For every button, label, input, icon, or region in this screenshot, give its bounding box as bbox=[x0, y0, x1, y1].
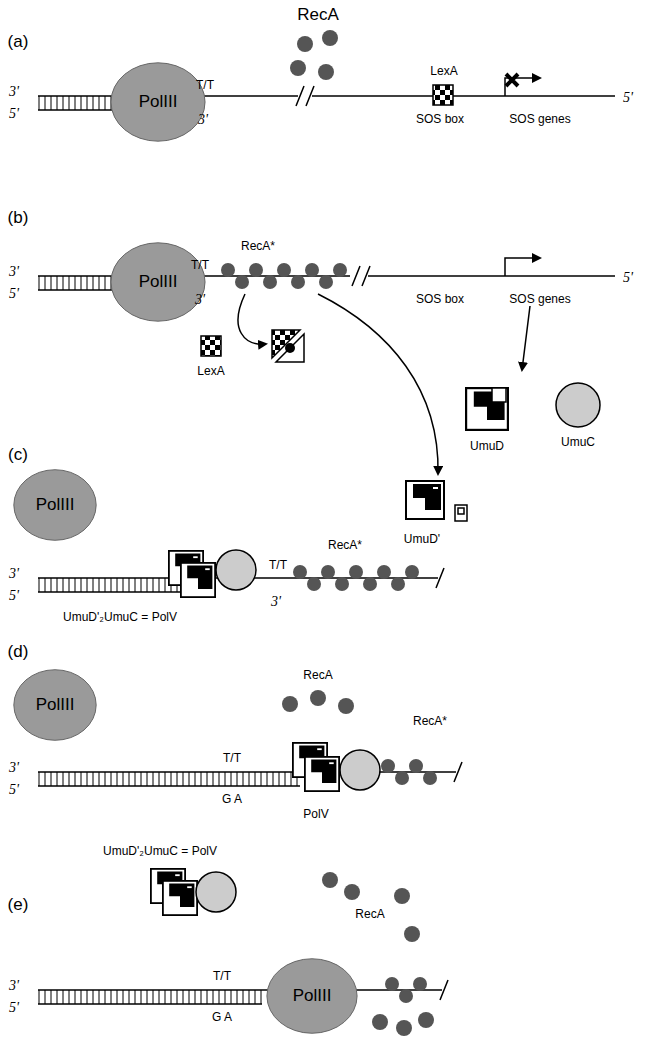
annotation-label: SOS genes bbox=[509, 293, 570, 306]
strand-end-label: 3' bbox=[9, 84, 19, 99]
annotation-label: (b) bbox=[8, 209, 29, 228]
strand-end-label: 3' bbox=[195, 292, 205, 307]
strand-end-label: 5' bbox=[9, 782, 19, 797]
annotation-label: SOS genes bbox=[509, 113, 570, 126]
annotation-label: UmuD'₂UmuC = PolV bbox=[63, 611, 177, 624]
polymerase-ellipse: PolIII bbox=[13, 669, 97, 741]
annotation-label: SOS box bbox=[416, 293, 464, 306]
annotation-label: T/T bbox=[223, 752, 241, 765]
annotation-label: G A bbox=[212, 1011, 232, 1024]
node-label: PolIII bbox=[139, 92, 178, 112]
node-label: PolIII bbox=[36, 695, 75, 715]
strand-end-label: 3' bbox=[9, 760, 19, 775]
annotation-label: (a) bbox=[8, 33, 29, 52]
annotation-label: UmuD bbox=[470, 440, 504, 453]
annotation-label: PolV bbox=[303, 808, 328, 821]
strand-end-label: 5' bbox=[9, 1000, 19, 1015]
strand-end-label: 5' bbox=[9, 106, 19, 121]
node-label: PolIII bbox=[36, 495, 75, 515]
annotation-label: RecA bbox=[303, 669, 332, 682]
annotation-label: RecA* bbox=[241, 240, 275, 253]
annotation-label: UmuD' bbox=[404, 533, 440, 546]
annotation-label: T/T bbox=[269, 559, 287, 572]
strand-end-label: 5' bbox=[9, 588, 19, 603]
annotation-label: T/T bbox=[191, 259, 209, 272]
annotation-label: T/T bbox=[196, 79, 214, 92]
annotation-label: UmuC bbox=[561, 436, 595, 449]
strand-end-label: 3' bbox=[198, 112, 208, 127]
node-label: PolIII bbox=[139, 272, 178, 292]
annotation-label: SOS box bbox=[416, 113, 464, 126]
strand-end-label: 5' bbox=[623, 90, 633, 105]
annotation-label: RecA* bbox=[328, 539, 362, 552]
strand-end-label: 3' bbox=[271, 594, 281, 609]
annotation-label: RecA bbox=[355, 908, 384, 921]
polymerase-ellipse: PolIII bbox=[110, 62, 206, 142]
polymerase-ellipse: PolIII bbox=[13, 469, 97, 541]
strand-end-label: 3' bbox=[9, 978, 19, 993]
annotation-label: (e) bbox=[8, 896, 29, 915]
annotation-label: LexA bbox=[430, 65, 457, 78]
polymerase-ellipse: PolIII bbox=[266, 958, 358, 1034]
strand-end-label: 5' bbox=[623, 270, 633, 285]
annotation-label: RecA* bbox=[413, 715, 447, 728]
strand-end-label: 3' bbox=[9, 566, 19, 581]
annotation-label: UmuD'₂UmuC = PolV bbox=[103, 845, 217, 858]
annotation-label: G A bbox=[222, 793, 242, 806]
annotation-label: LexA bbox=[197, 365, 224, 378]
polymerase-ellipse: PolIII bbox=[110, 242, 206, 322]
annotation-label: RecA bbox=[297, 6, 339, 25]
annotation-label: (d) bbox=[8, 643, 29, 662]
strand-end-label: 5' bbox=[9, 286, 19, 301]
annotation-label: T/T bbox=[213, 970, 231, 983]
node-label: PolIII bbox=[293, 986, 332, 1006]
annotation-label: (c) bbox=[8, 446, 28, 465]
strand-end-label: 3' bbox=[9, 264, 19, 279]
